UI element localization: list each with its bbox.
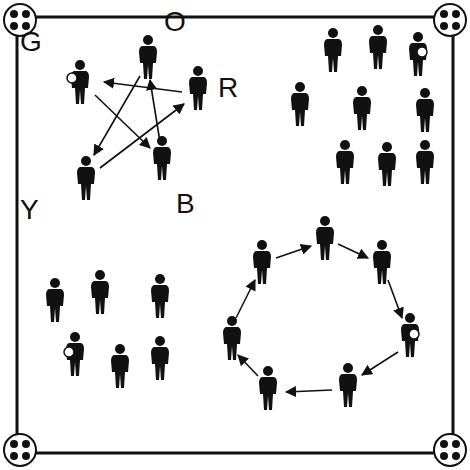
player-letter: B	[176, 190, 195, 218]
corner-cones	[4, 4, 466, 466]
balls	[64, 47, 427, 357]
player-letter: Y	[20, 196, 39, 224]
player-letter: G	[20, 28, 42, 56]
player-letter: O	[164, 8, 186, 36]
player-letter: R	[218, 74, 238, 102]
field-boundary	[17, 17, 453, 453]
pass-arrows	[94, 76, 402, 392]
players	[46, 25, 434, 410]
